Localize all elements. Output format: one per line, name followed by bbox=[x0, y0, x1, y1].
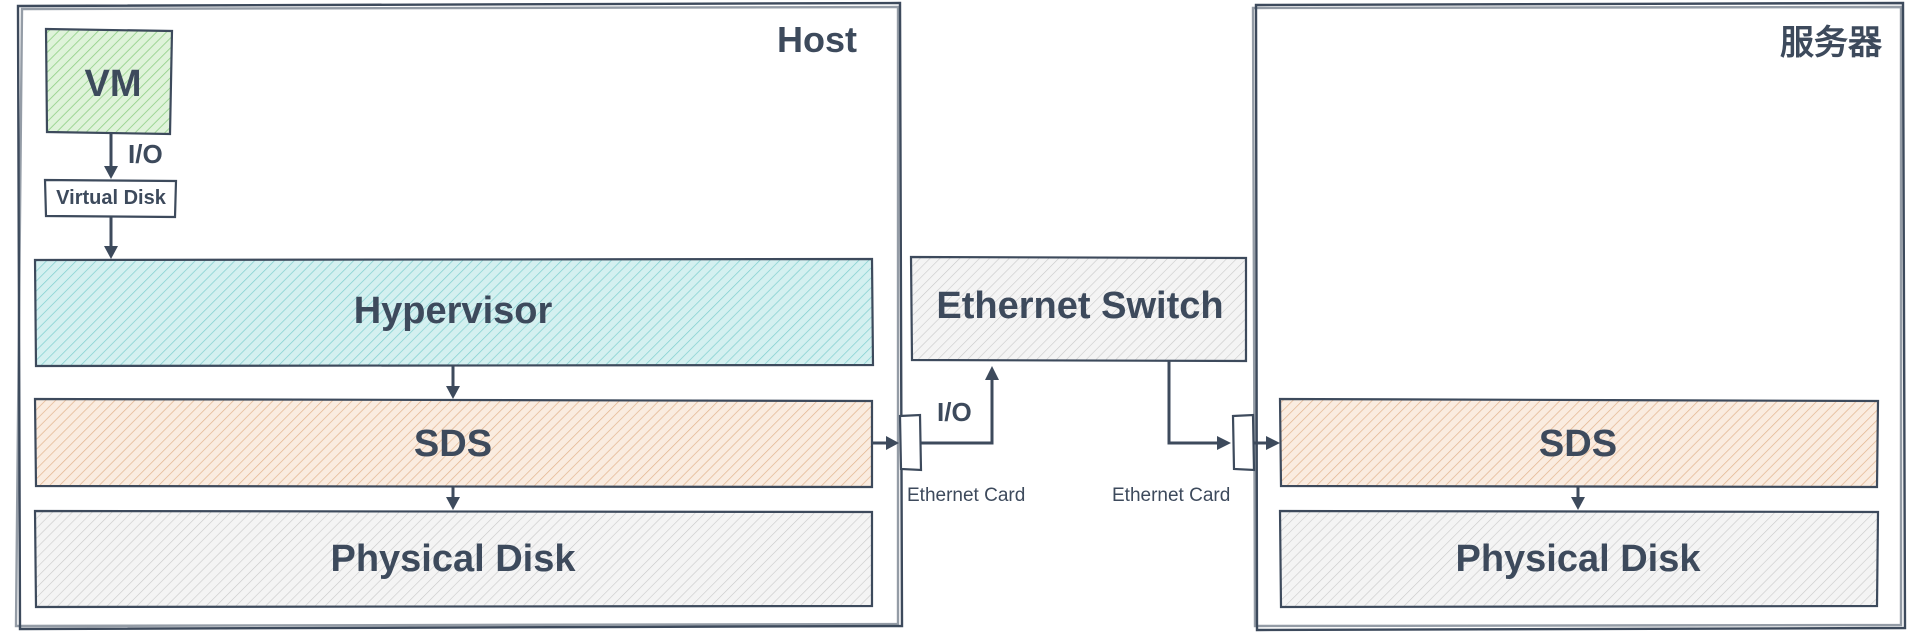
host-sds-to-disk-arrow bbox=[446, 487, 460, 510]
right-ethernet-card-label: Ethernet Card bbox=[1112, 485, 1230, 506]
hypervisor-label: Hypervisor bbox=[354, 290, 553, 332]
server-title: 服务器 bbox=[1780, 23, 1883, 63]
right-ethernet-card[interactable] bbox=[1231, 413, 1256, 472]
vm-box[interactable] bbox=[44, 27, 174, 136]
server-sds-box[interactable] bbox=[1278, 397, 1880, 489]
host-title: Host bbox=[777, 19, 857, 60]
server-physical-disk-label: Physical Disk bbox=[1455, 538, 1701, 580]
virtual-disk-to-hypervisor-arrow bbox=[104, 217, 118, 259]
virtual-disk-box[interactable] bbox=[43, 178, 178, 219]
server-frame bbox=[1251, 1, 1907, 632]
host-frame bbox=[14, 1, 904, 631]
network-io-label: I/O bbox=[937, 397, 972, 427]
host-physical-disk-box[interactable] bbox=[33, 509, 874, 609]
host-sds-box[interactable] bbox=[33, 397, 874, 489]
server-physical-disk-box[interactable] bbox=[1278, 509, 1880, 609]
vm-label: VM bbox=[85, 63, 142, 105]
host-sds-label: SDS bbox=[414, 423, 492, 465]
server-sds-label: SDS bbox=[1539, 423, 1617, 465]
server-sds-to-disk-arrow bbox=[1571, 487, 1585, 510]
sds-to-left-card-arrow bbox=[872, 436, 899, 450]
host-physical-disk-label: Physical Disk bbox=[330, 538, 576, 580]
ethernet-switch-label: Ethernet Switch bbox=[936, 285, 1223, 327]
card-to-switch-line bbox=[921, 366, 999, 445]
left-ethernet-card[interactable] bbox=[898, 413, 923, 472]
switch-to-right-card-line bbox=[1167, 361, 1231, 450]
ethernet-switch-box[interactable] bbox=[909, 255, 1248, 363]
virtual-disk-label: Virtual Disk bbox=[56, 187, 167, 209]
hypervisor-box[interactable] bbox=[33, 257, 875, 368]
left-ethernet-card-label: Ethernet Card bbox=[907, 485, 1025, 506]
host-io-label: I/O bbox=[128, 139, 163, 169]
hypervisor-to-sds-arrow bbox=[446, 365, 460, 399]
vm-to-virtual-disk-arrow bbox=[104, 134, 118, 179]
